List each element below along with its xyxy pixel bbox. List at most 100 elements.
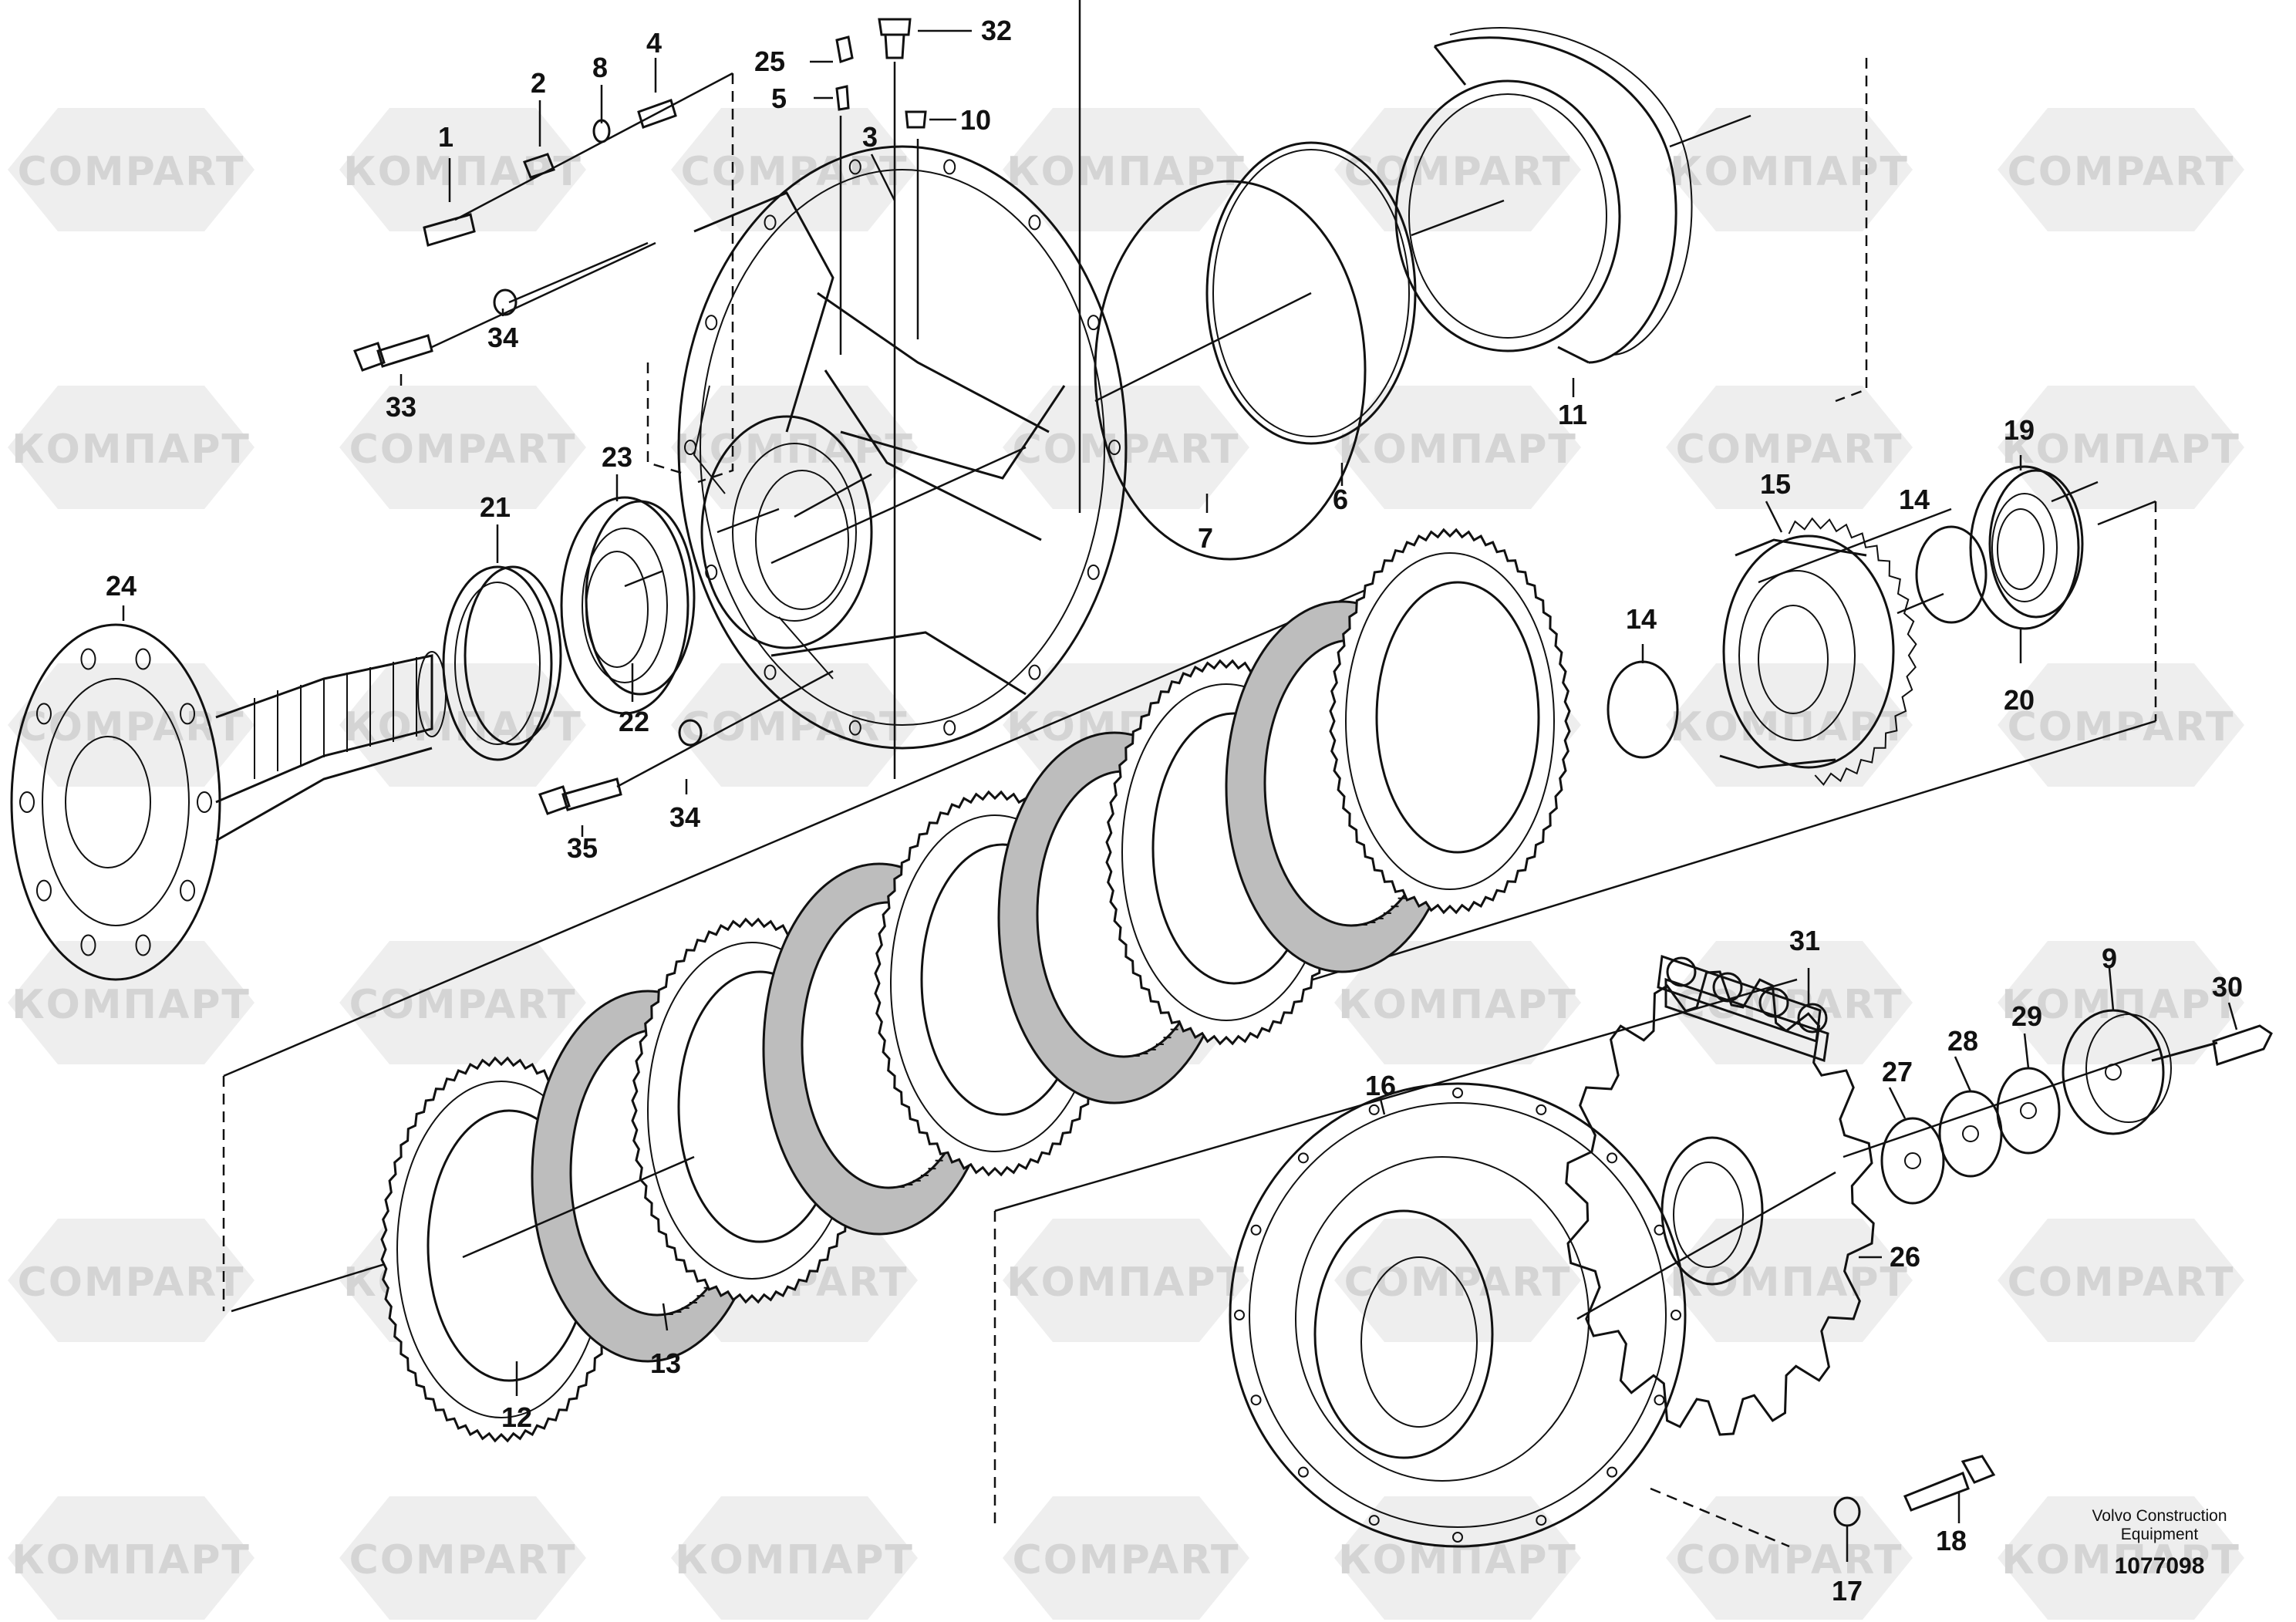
callout-25: 25 [754,46,785,77]
hub-gear-teeth [1788,517,1917,786]
carrier-bolt-hole [1452,1088,1463,1098]
watermark-hexagon [1998,1219,2244,1342]
callout-14a: 14 [1626,603,1657,635]
watermark-text: COMPART [1013,1537,1240,1583]
watermark-layer: COMPART КОМПАРТ COMPART КОМПАРТ COMPART КОМПА… [8,108,2244,1620]
watermark-hexagon [8,1219,255,1342]
watermark-hexagon [8,941,255,1064]
callout-11: 11 [1558,399,1587,430]
retaining-plates [1880,1009,2273,1205]
callout-10: 10 [960,104,991,136]
callout-3: 3 [862,121,878,153]
watermark-text: КОМПАРТ [1338,982,1577,1028]
watermark-text: COMPART [349,1537,577,1583]
watermark-hexagon [339,108,586,231]
housing-bolt-hole [1108,440,1121,455]
watermark-hexagon [1666,108,1913,231]
callout-1: 1 [438,121,453,153]
watermark-hexagon [339,386,586,509]
seal-and-bearing [442,496,696,761]
watermark-hexagon [671,663,918,787]
watermark-text: COMPART [1344,1259,1572,1306]
flange-bolt-hole [180,703,196,725]
watermark-text: COMPART [18,149,245,195]
watermark-text: COMPART [1676,1537,1903,1583]
watermark-hexagon [1334,386,1581,509]
housing-bolt-hole [1087,315,1100,331]
footer-block: Volvo Construction Equipment 1077098 [2092,1507,2227,1579]
watermark-hexagon [1998,1496,2244,1620]
callout-7: 7 [1198,522,1213,554]
dashed-assembly-lines [222,58,2157,1548]
sun-gear-hub [1719,517,1917,786]
callout-23: 23 [602,441,632,473]
callout-34b: 34 [669,801,700,833]
watermark-hexagon [1998,108,2244,231]
watermark-hexagon [1998,386,2244,509]
carrier-bolt-hole [1368,1515,1380,1526]
leader-lines [431,29,2160,1320]
flange-bolt-hole [135,934,151,956]
callout-27: 27 [1882,1056,1913,1088]
watermark-hexagon [1666,1219,1913,1342]
watermark-text: COMPART [18,1259,245,1306]
callout-30: 30 [2212,971,2243,1003]
callout-33: 33 [386,391,416,423]
watermark-hexagon [1334,1496,1581,1620]
callout-16: 16 [1365,1070,1396,1101]
callout-18: 18 [1936,1525,1967,1556]
watermark-hexagon [8,108,255,231]
callout-20: 20 [2004,684,2035,716]
callout-8: 8 [592,52,608,83]
watermark-hexagon [671,1496,918,1620]
watermark-text: COMPART [349,427,577,473]
watermark-hexagon [1998,663,2244,787]
watermark-text: КОМПАРТ [1006,1259,1246,1306]
callout-4: 4 [646,27,662,59]
housing-bolt-hole [705,315,718,331]
o-rings-and-cover [1094,27,1693,561]
callout-5: 5 [771,83,787,114]
housing-bolt-hole [705,564,718,580]
watermark-text: COMPART [349,982,577,1028]
callout-17: 17 [1832,1575,1863,1607]
carrier-bolt-hole [1250,1224,1262,1236]
watermark-hexagon [1334,941,1581,1064]
callout-34a: 34 [487,322,518,353]
output-flange-shaft [10,623,447,981]
housing-bolt-hole [1028,214,1041,231]
callout-15: 15 [1760,468,1791,500]
watermark-text: COMPART [2008,149,2235,195]
carrier-bolt-hole [1607,1466,1618,1478]
carrier-bolt-hole [1654,1394,1665,1406]
carrier-bolt-hole [1536,1104,1547,1115]
watermark-text: COMPART [1344,149,1572,195]
carrier-bolt-hole [1250,1394,1262,1406]
carrier-bolt-hole [1671,1310,1681,1320]
manufacturer-line1: Volvo Construction [2092,1507,2227,1525]
watermark-hexagon [1998,941,2244,1064]
watermark-text: COMPART [2008,704,2235,750]
watermark-hexagon [8,1496,255,1620]
carrier-bolt-hole [1452,1532,1463,1543]
watermark-hexagon [8,663,255,787]
manufacturer-line2: Equipment [2121,1526,2199,1543]
carrier-bolt-hole [1536,1515,1547,1526]
planetary-housing [677,145,1128,750]
callout-32: 32 [981,15,1012,46]
flange-bolt-hole [19,791,35,813]
watermark-text: COMPART [681,149,909,195]
carrier-bolt-hole [1607,1152,1618,1164]
callout-labels: 1 2 3 4 5 6 7 8 9 10 11 12 13 14 14 15 1… [106,15,2243,1607]
watermark-text: COMPART [681,704,909,750]
housing-bolt-hole [1087,564,1100,580]
watermark-text: КОМПАРТ [675,1537,914,1583]
flange-bolt-hole [135,648,151,670]
carrier-bolt-hole [1297,1152,1309,1164]
watermark-hexagon [1666,663,1913,787]
watermark-text: КОМПАРТ [2001,1537,2240,1583]
watermark-text: COMPART [2008,1259,2235,1306]
sprocket-carrier [1229,1082,1687,1548]
callout-2: 2 [531,67,546,99]
